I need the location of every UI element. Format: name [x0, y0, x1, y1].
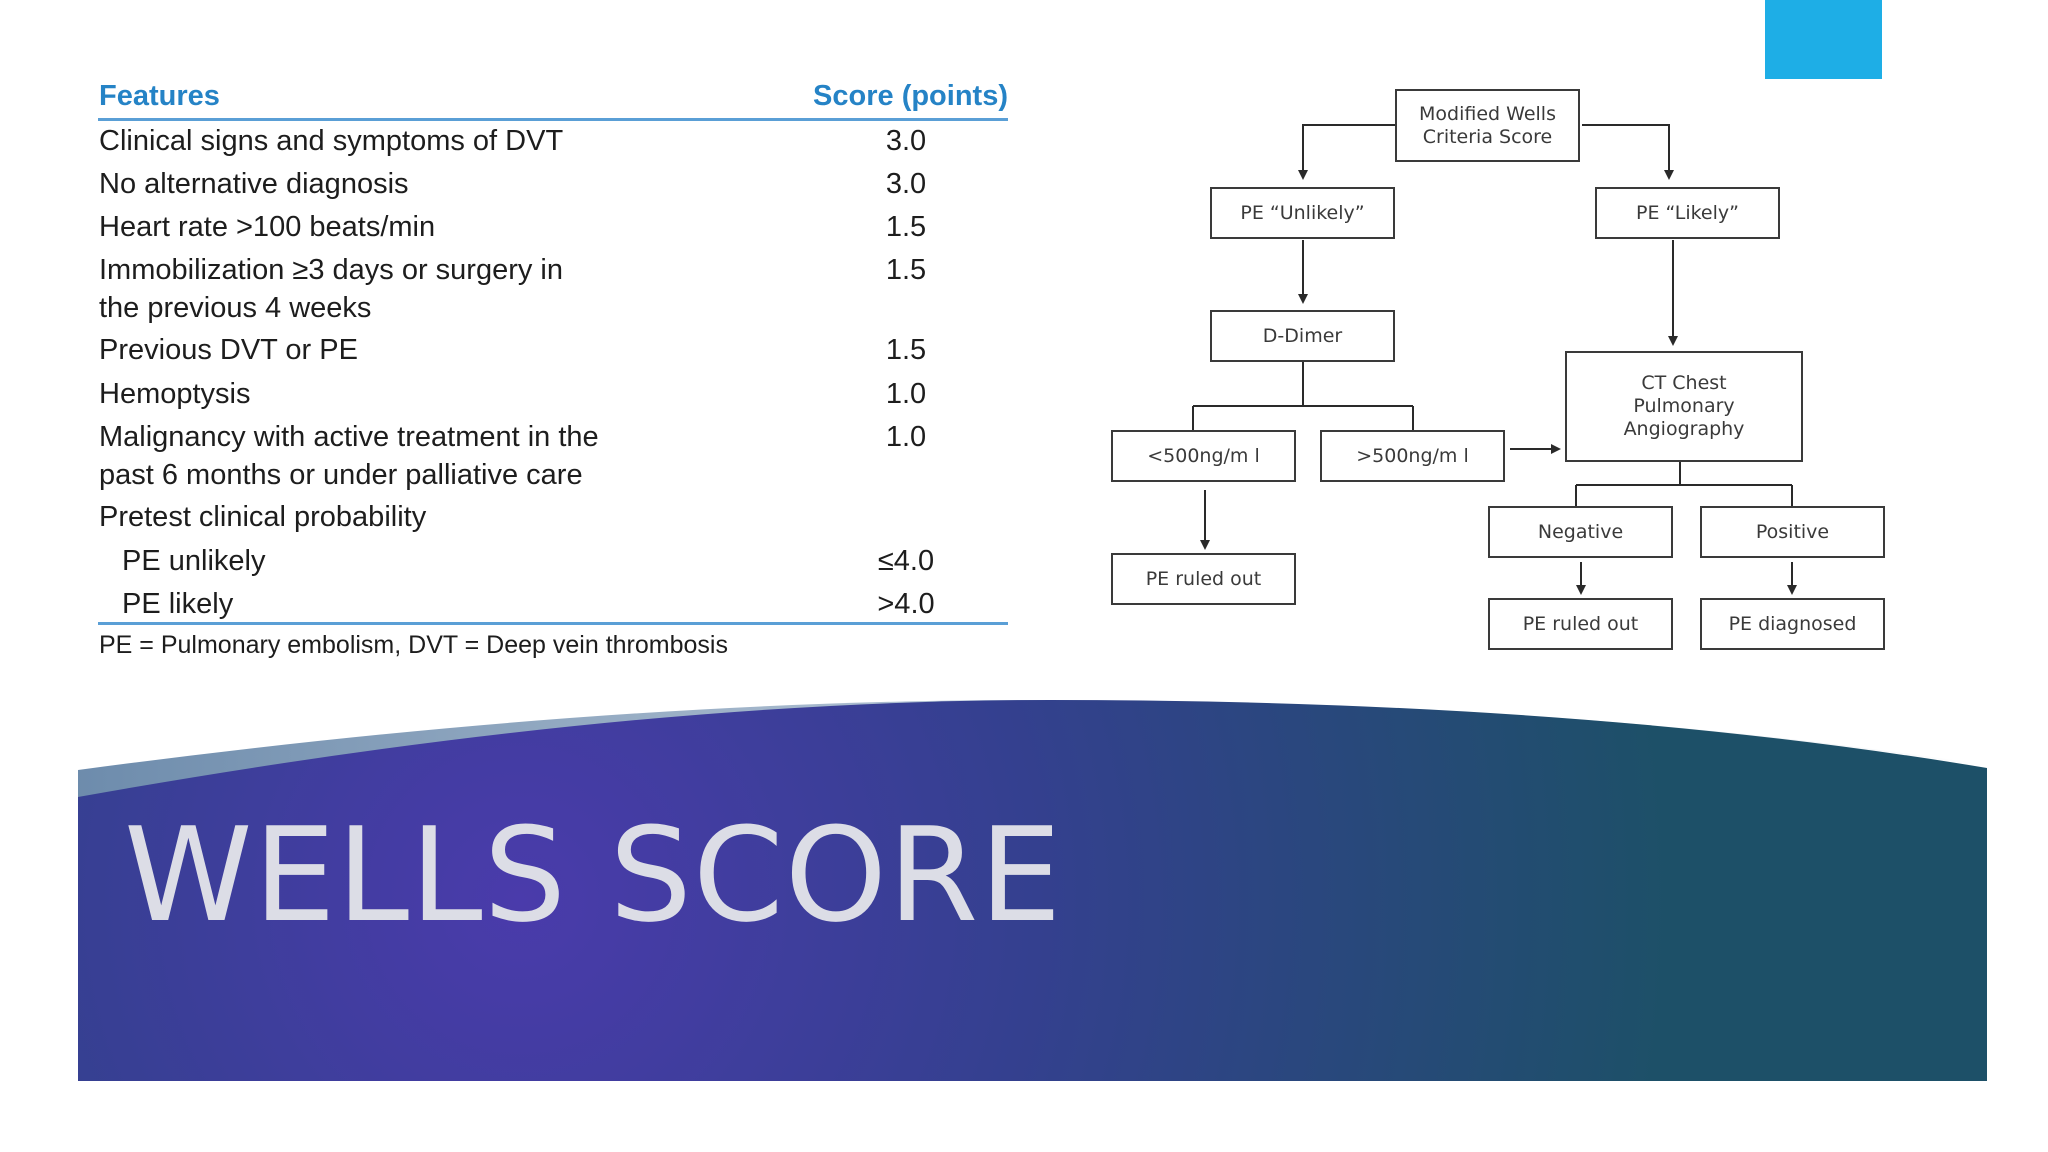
feature-cell: No alternative diagnosis	[99, 168, 409, 200]
flow-box-positive: Positive	[1700, 506, 1885, 558]
flow-box-positive-label: Positive	[1755, 520, 1830, 543]
flow-box-pe-unlikely-label: PE “Unlikely”	[1240, 201, 1365, 224]
feature-cell: Previous DVT or PE	[99, 334, 358, 366]
flow-box-diagnosed-label: PE diagnosed	[1728, 612, 1857, 635]
score-cell: 1.5	[885, 254, 927, 286]
feature-cell: Immobilization ≥3 days or surgery in	[99, 254, 563, 286]
wells-flowchart: Modified Wells Criteria Score PE “Unlike…	[1100, 80, 1900, 660]
flow-box-pe-unlikely: PE “Unlikely”	[1210, 187, 1395, 239]
score-cell: 1.5	[885, 334, 927, 366]
flow-box-ruled-out-right: PE ruled out	[1488, 598, 1673, 650]
score-column-header: Score (points)	[813, 80, 1008, 112]
table-header: Features Score (points)	[98, 80, 1008, 121]
flow-box-d-dimer-high: >500ng/m l	[1320, 430, 1505, 482]
feature-cell: Clinical signs and symptoms of DVT	[99, 125, 564, 157]
flow-box-diagnosed: PE diagnosed	[1700, 598, 1885, 650]
wells-criteria-table: Features Score (points) Clinical signs a…	[98, 80, 1008, 670]
feature-cell: Malignancy with active treatment in the	[99, 421, 599, 453]
features-column-header: Features	[99, 80, 220, 112]
score-cell: 1.0	[885, 378, 927, 410]
score-cell: 1.0	[885, 421, 927, 453]
feature-cell: the previous 4 weeks	[99, 292, 372, 324]
flow-box-root: Modified Wells Criteria Score	[1395, 89, 1580, 162]
flow-box-ct-angiography: CT Chest Pulmonary Angiography	[1565, 351, 1803, 462]
flow-box-pe-likely-label: PE “Likely”	[1635, 201, 1739, 224]
flow-box-d-dimer-low: <500ng/m l	[1111, 430, 1296, 482]
flow-box-ruled-out-right-label: PE ruled out	[1522, 612, 1639, 635]
feature-cell: Heart rate >100 beats/min	[99, 211, 436, 243]
feature-cell: past 6 months or under palliative care	[99, 459, 583, 491]
flow-box-ruled-out-left-label: PE ruled out	[1145, 567, 1262, 590]
flow-box-d-dimer-high-label: >500ng/m l	[1356, 444, 1469, 467]
flow-box-negative: Negative	[1488, 506, 1673, 558]
slide-title: WELLS SCORE	[124, 799, 1063, 951]
score-cell: >4.0	[877, 588, 935, 620]
flow-box-ct-angiography-label: CT Chest Pulmonary Angiography	[1623, 372, 1745, 440]
flow-box-ruled-out-left: PE ruled out	[1111, 553, 1296, 605]
feature-cell: Pretest clinical probability	[99, 501, 427, 533]
score-cell: 1.5	[885, 211, 927, 243]
score-cell: 3.0	[885, 125, 927, 157]
score-cell: 3.0	[885, 168, 927, 200]
flow-box-d-dimer: D-Dimer	[1210, 310, 1395, 362]
flow-box-pe-likely: PE “Likely”	[1595, 187, 1780, 239]
table-bottom-rule	[98, 622, 1008, 625]
score-cell: ≤4.0	[877, 545, 935, 577]
flow-box-negative-label: Negative	[1537, 520, 1624, 543]
feature-cell: Hemoptysis	[99, 378, 251, 410]
flow-box-d-dimer-label: D-Dimer	[1262, 324, 1343, 347]
corner-accent-block	[1765, 0, 1882, 79]
table-footnote: PE = Pulmonary embolism, DVT = Deep vein…	[99, 631, 728, 659]
flowchart-connectors	[1192, 124, 1797, 595]
flow-box-d-dimer-low-label: <500ng/m l	[1147, 444, 1260, 467]
feature-cell: PE unlikely	[122, 545, 266, 577]
flow-box-root-label: Modified Wells Criteria Score	[1419, 102, 1556, 148]
feature-cell: PE likely	[122, 588, 234, 620]
